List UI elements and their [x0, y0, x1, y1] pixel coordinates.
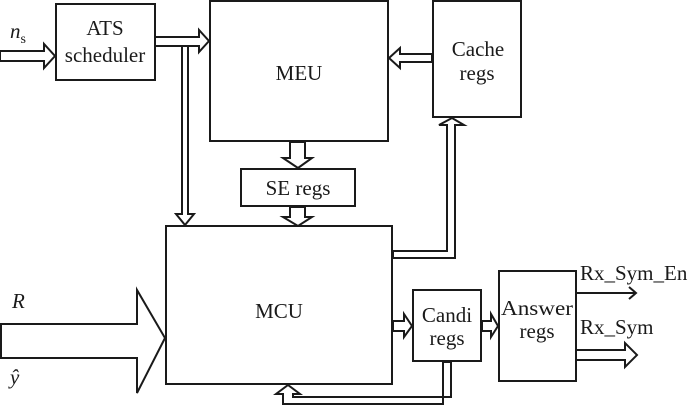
arrow-mcu-to-cache [392, 116, 468, 259]
arrow-meu-to-se [279, 141, 316, 170]
candi-label-line2: regs [430, 326, 465, 350]
ns-label-main: n [10, 19, 21, 43]
yhat-label: ŷ [8, 365, 20, 389]
meu-block [209, 0, 389, 142]
answer-label-line1: Answer [501, 296, 573, 320]
cache-label-line2: regs [460, 61, 495, 85]
arrow-rx-sym [575, 340, 639, 370]
arrow-mcu-to-candi [392, 310, 414, 341]
arrow-ns-to-ats [0, 41, 57, 71]
arrow-r-yhat-to-mcu [0, 286, 167, 394]
mcu-block [165, 225, 393, 385]
cache-label-line1: Cache [452, 37, 504, 61]
arrow-ats-to-mcu [173, 45, 197, 227]
ats-scheduler-block [55, 3, 156, 81]
ns-label: ns [10, 19, 26, 47]
answer-regs-block [498, 270, 577, 382]
rx-sym-en-label: Rx_Sym_En [580, 261, 688, 285]
candi-label-line1: Candi [422, 303, 472, 327]
r-label: R [11, 289, 25, 313]
ats-label-line1: ATS [86, 16, 123, 40]
mcu-label: MCU [255, 299, 303, 323]
arrow-candi-to-mcu [273, 361, 452, 405]
arrowhead-rx-sym-en [628, 286, 638, 300]
rx-sym-label: Rx_Sym [580, 315, 654, 339]
candi-regs-block [412, 289, 482, 362]
se-regs-block [240, 168, 356, 207]
ats-label-line2: scheduler [65, 43, 145, 67]
arrow-cache-to-meu [387, 45, 433, 71]
arrow-candi-to-answer [481, 310, 500, 341]
cache-regs-block [432, 0, 522, 118]
se-regs-label: SE regs [266, 176, 331, 200]
arrow-se-to-mcu [279, 206, 316, 228]
arrow-ats-to-meu [154, 27, 211, 55]
answer-label-line2: regs [520, 319, 555, 343]
meu-label: MEU [276, 61, 323, 85]
ns-label-sub: s [21, 32, 26, 47]
